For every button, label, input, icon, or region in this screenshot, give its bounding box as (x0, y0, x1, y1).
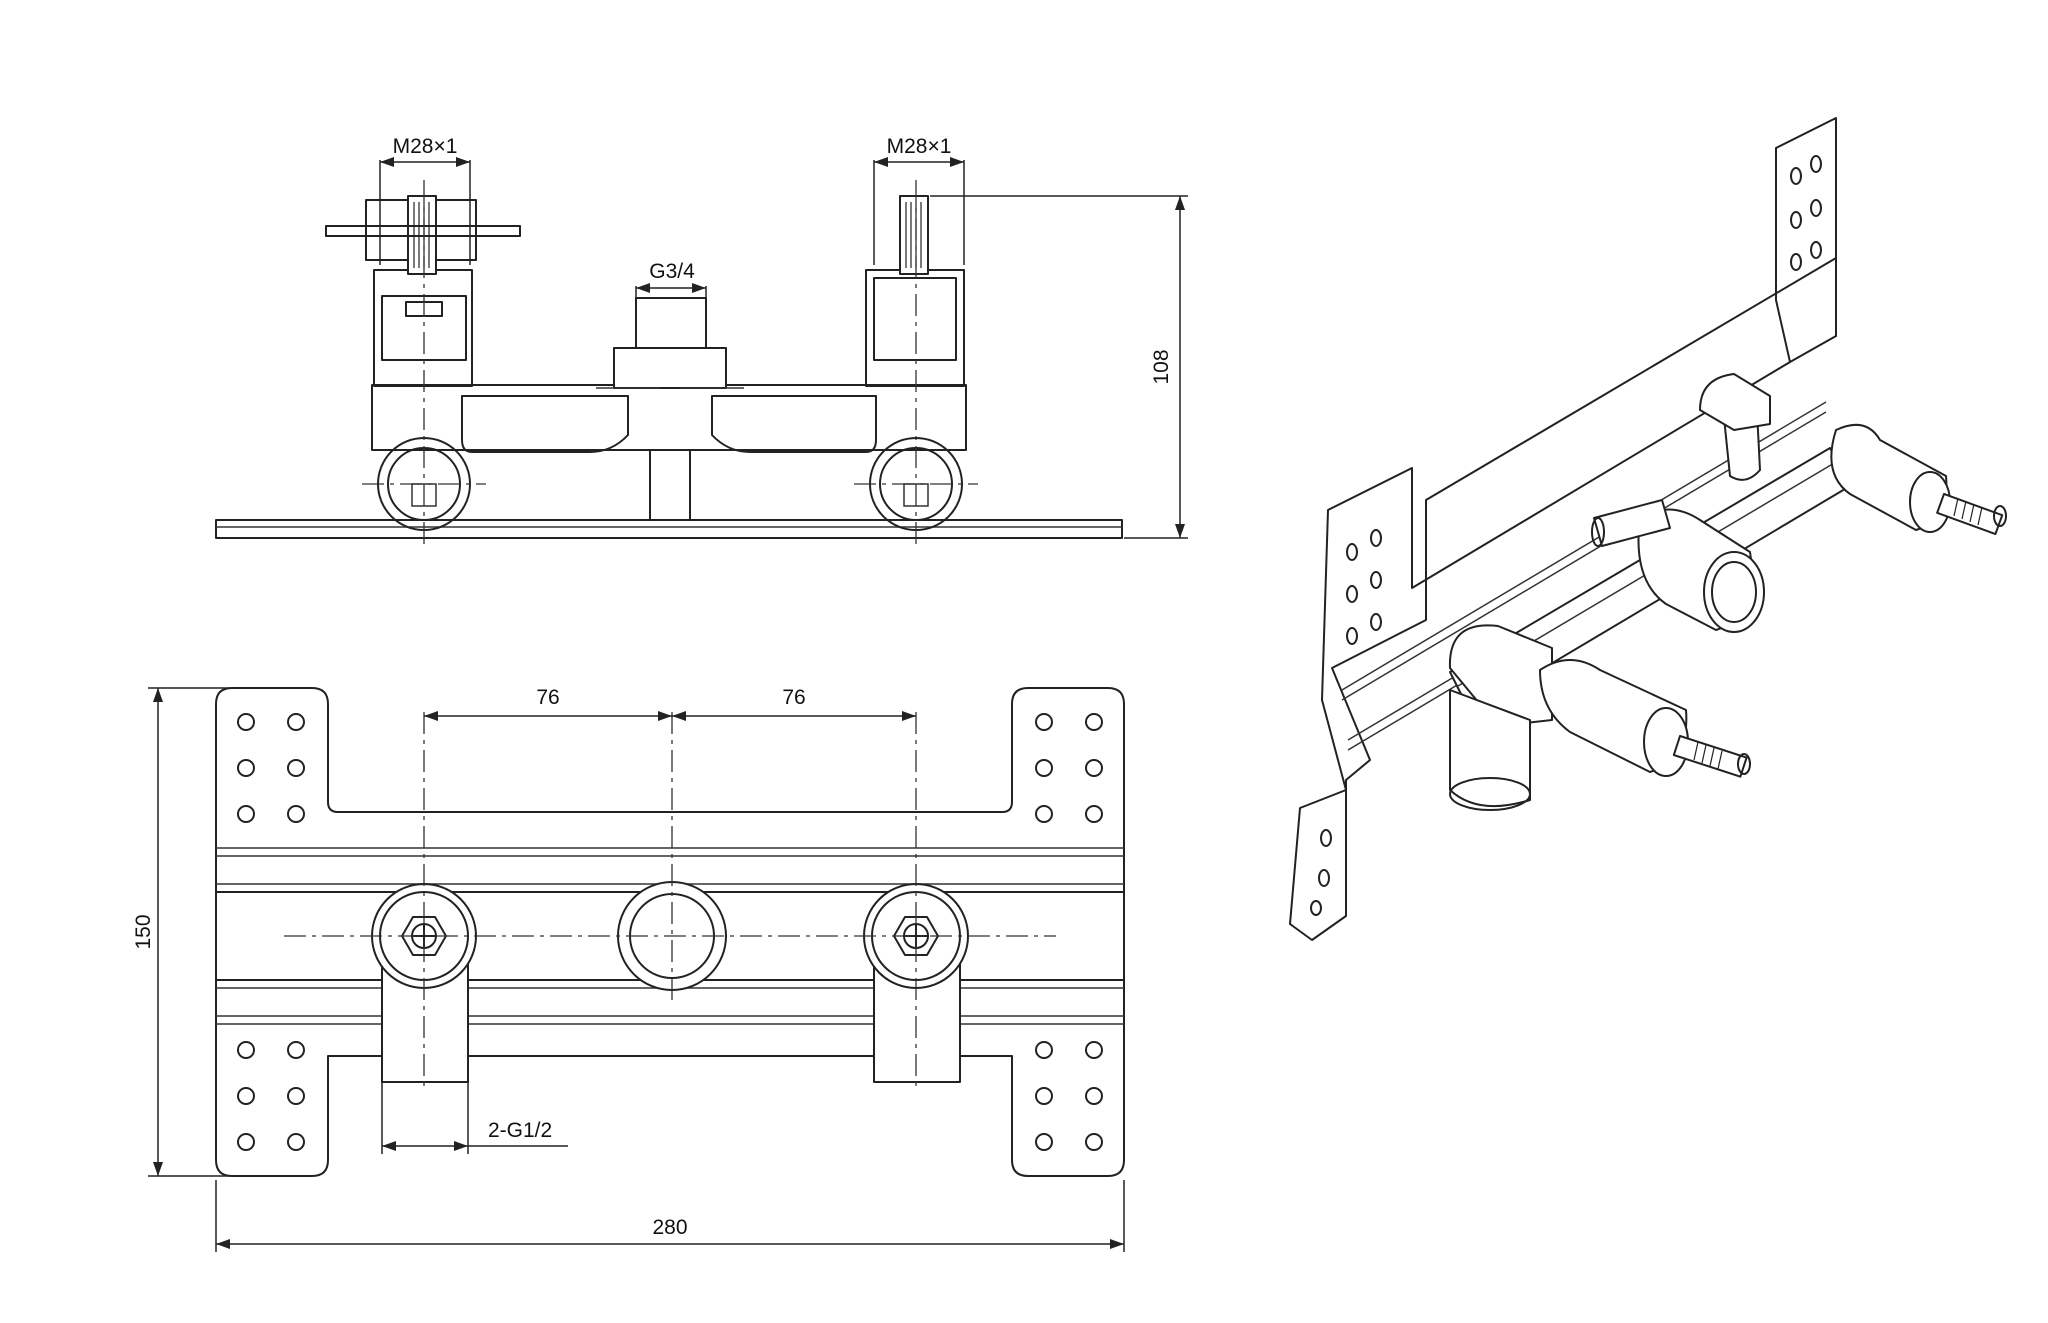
label-spacing-right: 76 (782, 686, 805, 709)
iso-holes-upper (1790, 155, 1822, 271)
label-spacing-left: 76 (536, 686, 559, 709)
iso-spindle-grip-right (1953, 497, 1983, 526)
label-depth: 150 (132, 914, 155, 949)
mounting-holes-right (1035, 713, 1103, 1151)
label-height: 108 (1150, 349, 1173, 384)
label-width: 280 (652, 1216, 687, 1239)
dim-inlet-thread: 2-G1/2 (381, 1082, 568, 1154)
plan-view: 76 76 2-G1/2 150 280 (132, 686, 1125, 1252)
dim-height: 108 (930, 195, 1188, 539)
dim-thread-left: M28×1 (379, 135, 471, 265)
dim-spacing: 76 76 (424, 686, 916, 721)
dim-depth: 150 (132, 687, 230, 1177)
iso-holes-left (1346, 529, 1382, 645)
plan-cartridge-right (863, 883, 969, 989)
label-inlet-thread: 2-G1/2 (488, 1119, 552, 1142)
front-elevation-view: M28×1 M28×1 G3/4 108 (215, 135, 1188, 545)
dim-thread-right: M28×1 (873, 135, 965, 265)
iso-holes-lower (1310, 829, 1332, 916)
plan-cartridge-left (371, 883, 477, 989)
mounting-holes-left (237, 713, 305, 1151)
dim-outlet-thread: G3/4 (635, 260, 707, 300)
iso-spindle-grip-left (1693, 741, 1723, 770)
isometric-view (1289, 117, 2007, 941)
label-thread-right: M28×1 (887, 135, 952, 158)
dim-width: 280 (215, 1180, 1125, 1252)
label-thread-left: M28×1 (393, 135, 458, 158)
label-outlet-thread: G3/4 (649, 260, 695, 283)
